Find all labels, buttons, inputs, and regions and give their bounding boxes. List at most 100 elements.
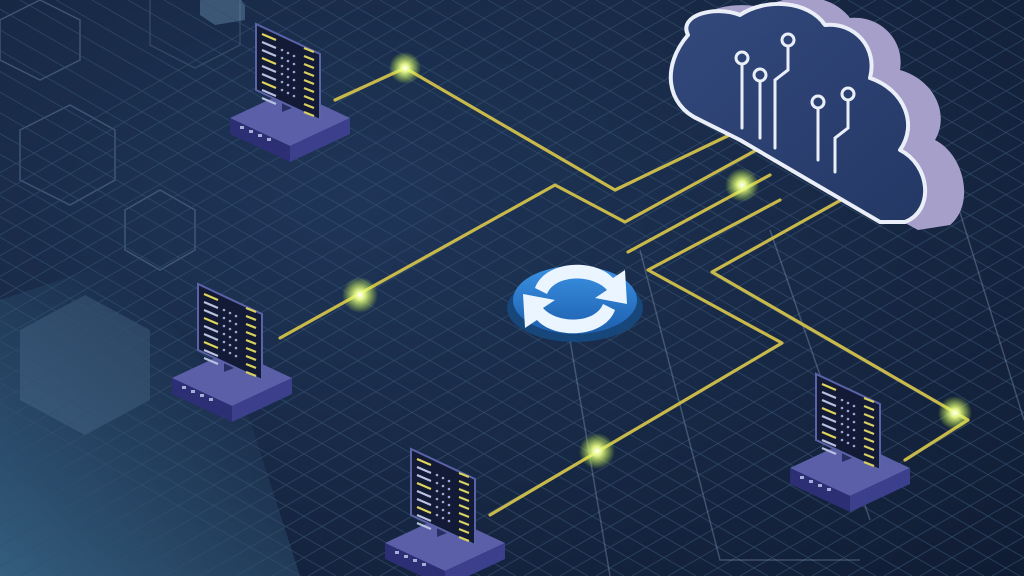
screen-dot: [447, 487, 451, 491]
screen-code-line: [261, 40, 277, 50]
screen-dot: [846, 441, 850, 445]
screen-dot: [286, 75, 290, 79]
screen-code-line: [203, 300, 219, 310]
screen-code-line: [261, 56, 277, 66]
screen-code-line: [458, 535, 470, 543]
sync-arrow-bottom: [523, 294, 615, 334]
screen-code-line: [245, 306, 257, 314]
device-port: [182, 386, 186, 389]
screen-code-line: [203, 348, 219, 358]
screen-code-line: [245, 370, 257, 378]
screen-dot: [292, 78, 296, 82]
screen-code-line: [416, 473, 432, 483]
screen-dot: [447, 503, 451, 507]
screen-dot: [292, 70, 296, 74]
connection-device-2-cloud: [278, 146, 762, 340]
screen-code-line: [261, 80, 277, 90]
screen-dot: [441, 492, 445, 496]
cloud-body: [668, 1, 928, 224]
screen-dot: [840, 430, 844, 434]
screen-code-line: [821, 398, 837, 408]
devices: [172, 22, 910, 576]
screen-code-line: [458, 527, 470, 535]
screen-dot: [852, 404, 856, 408]
screen-dot: [228, 319, 232, 323]
screen-code-line: [245, 314, 257, 322]
screen-dot: [234, 330, 238, 334]
screen-dot: [846, 433, 850, 437]
screen-dot: [222, 340, 226, 344]
screen-code-line: [821, 390, 837, 400]
signal-glow: [579, 433, 615, 469]
screen-code-line: [416, 505, 432, 515]
screen-code-line: [261, 88, 277, 98]
screen-dot: [447, 519, 451, 523]
server-device-icon: [385, 447, 505, 576]
screen-code-line: [416, 465, 432, 475]
device-side-right: [290, 118, 350, 162]
device-port: [240, 126, 244, 129]
screen-dot: [441, 484, 445, 488]
screen-code-line: [821, 414, 837, 424]
sync-arrow-top: [535, 264, 627, 304]
screen-code-line: [245, 354, 257, 362]
screen-code-line: [821, 406, 837, 416]
screen-dot: [435, 497, 439, 501]
screen-code-line: [303, 46, 315, 54]
screen-code-line: [203, 324, 219, 334]
screen-code-line: [203, 340, 219, 350]
screen-code-line: [458, 471, 470, 479]
screen-code-line: [203, 292, 219, 302]
screen-code-line: [416, 481, 432, 491]
screen-code-line: [203, 316, 219, 326]
screen-dot: [280, 48, 284, 52]
screen-dot: [435, 513, 439, 517]
screen-dot: [286, 91, 290, 95]
screen-dot: [292, 62, 296, 66]
screen-code-line: [863, 396, 875, 404]
screen-dot: [286, 83, 290, 87]
screen-dot: [228, 343, 232, 347]
screen-code-line: [245, 338, 257, 346]
screen-dot: [222, 348, 226, 352]
screen-code-line: [416, 457, 432, 467]
screen-code-line: [203, 356, 219, 366]
screen-dot: [846, 409, 850, 413]
screen-dot: [292, 86, 296, 90]
signal-glow: [938, 396, 972, 430]
screen-code-line: [416, 489, 432, 499]
screen-dot: [846, 425, 850, 429]
screen-dot: [222, 308, 226, 312]
screen-code-line: [261, 48, 277, 58]
screen-code-line: [458, 511, 470, 519]
screen-code-line: [458, 495, 470, 503]
screen-dot: [840, 414, 844, 418]
screen-dot: [447, 511, 451, 515]
screen-code-line: [261, 72, 277, 82]
screen-code-line: [416, 513, 432, 523]
screen-code-line: [261, 32, 277, 42]
connection-device-1-cloud: [333, 66, 742, 192]
device-port: [258, 134, 262, 137]
screen-code-line: [261, 96, 277, 106]
screen-code-line: [863, 404, 875, 412]
screen-dot: [846, 417, 850, 421]
screen-code-line: [821, 430, 837, 440]
screen-dot: [441, 516, 445, 520]
device-port: [800, 476, 804, 479]
screen-dot: [234, 314, 238, 318]
device-port: [413, 559, 417, 562]
screen-dot: [435, 489, 439, 493]
device-port: [827, 488, 831, 491]
screen-code-line: [863, 452, 875, 460]
connection-device-4-cloud: [710, 193, 970, 462]
screen-dot: [447, 495, 451, 499]
screen-dot: [852, 412, 856, 416]
screen-code-line: [863, 436, 875, 444]
device-port: [200, 394, 204, 397]
screen-dot: [280, 64, 284, 68]
device-side-left: [172, 378, 232, 422]
screen-dot: [280, 80, 284, 84]
